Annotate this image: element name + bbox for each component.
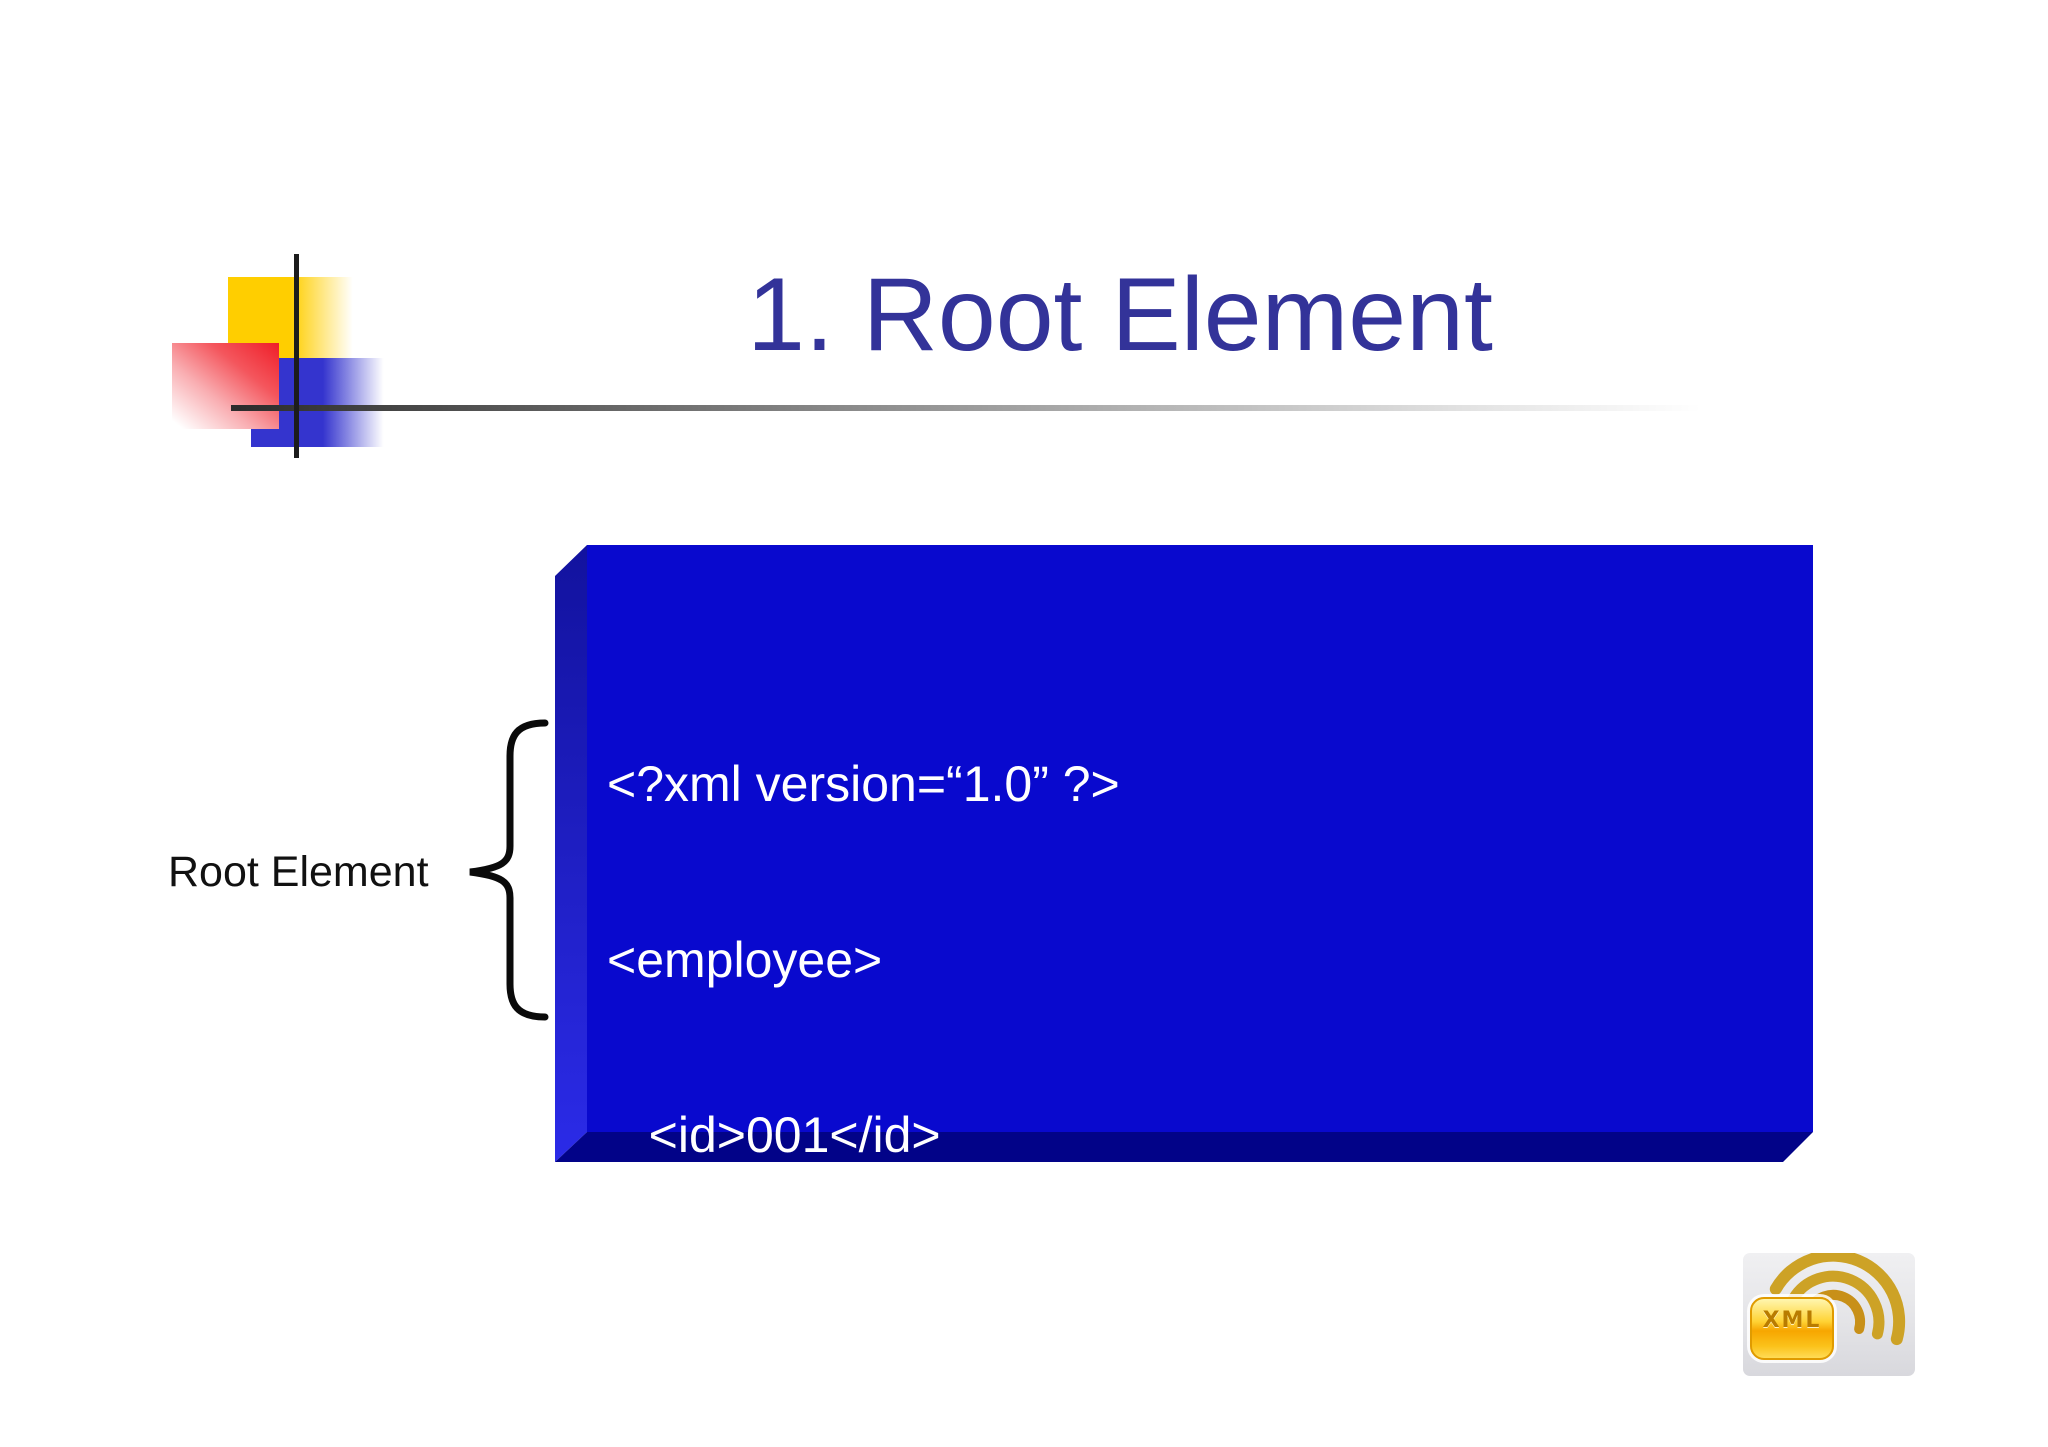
box-bottom-bevel bbox=[555, 1132, 1813, 1162]
vertical-line bbox=[294, 254, 299, 458]
code-line: <id>001</id> bbox=[607, 1107, 941, 1163]
slide-title: 1. Root Element bbox=[747, 257, 1493, 373]
box-face bbox=[587, 545, 1813, 1132]
xml-badge: XML bbox=[1750, 1297, 1834, 1360]
code-line: <name>Prapoj Sukmanont</name> bbox=[607, 1282, 1441, 1339]
red-square bbox=[172, 343, 279, 429]
curly-brace bbox=[469, 719, 549, 1021]
box-left-bevel bbox=[555, 545, 587, 1162]
code-line: <?xml version=“1.0” ?> bbox=[607, 756, 1120, 812]
xml-code-box: <?xml version=“1.0” ?> <employee> <id>00… bbox=[555, 545, 1813, 1339]
xml-code: <?xml version=“1.0” ?> <employee> <id>00… bbox=[607, 638, 1503, 1447]
xml-icon: XML bbox=[1743, 1253, 1915, 1376]
root-element-label: Root Element bbox=[168, 848, 429, 896]
code-box-3d-shape bbox=[555, 545, 1813, 1162]
title-underline bbox=[231, 405, 1701, 411]
code-line: <employee> bbox=[607, 931, 883, 988]
xml-badge-label: XML bbox=[1762, 1308, 1822, 1333]
